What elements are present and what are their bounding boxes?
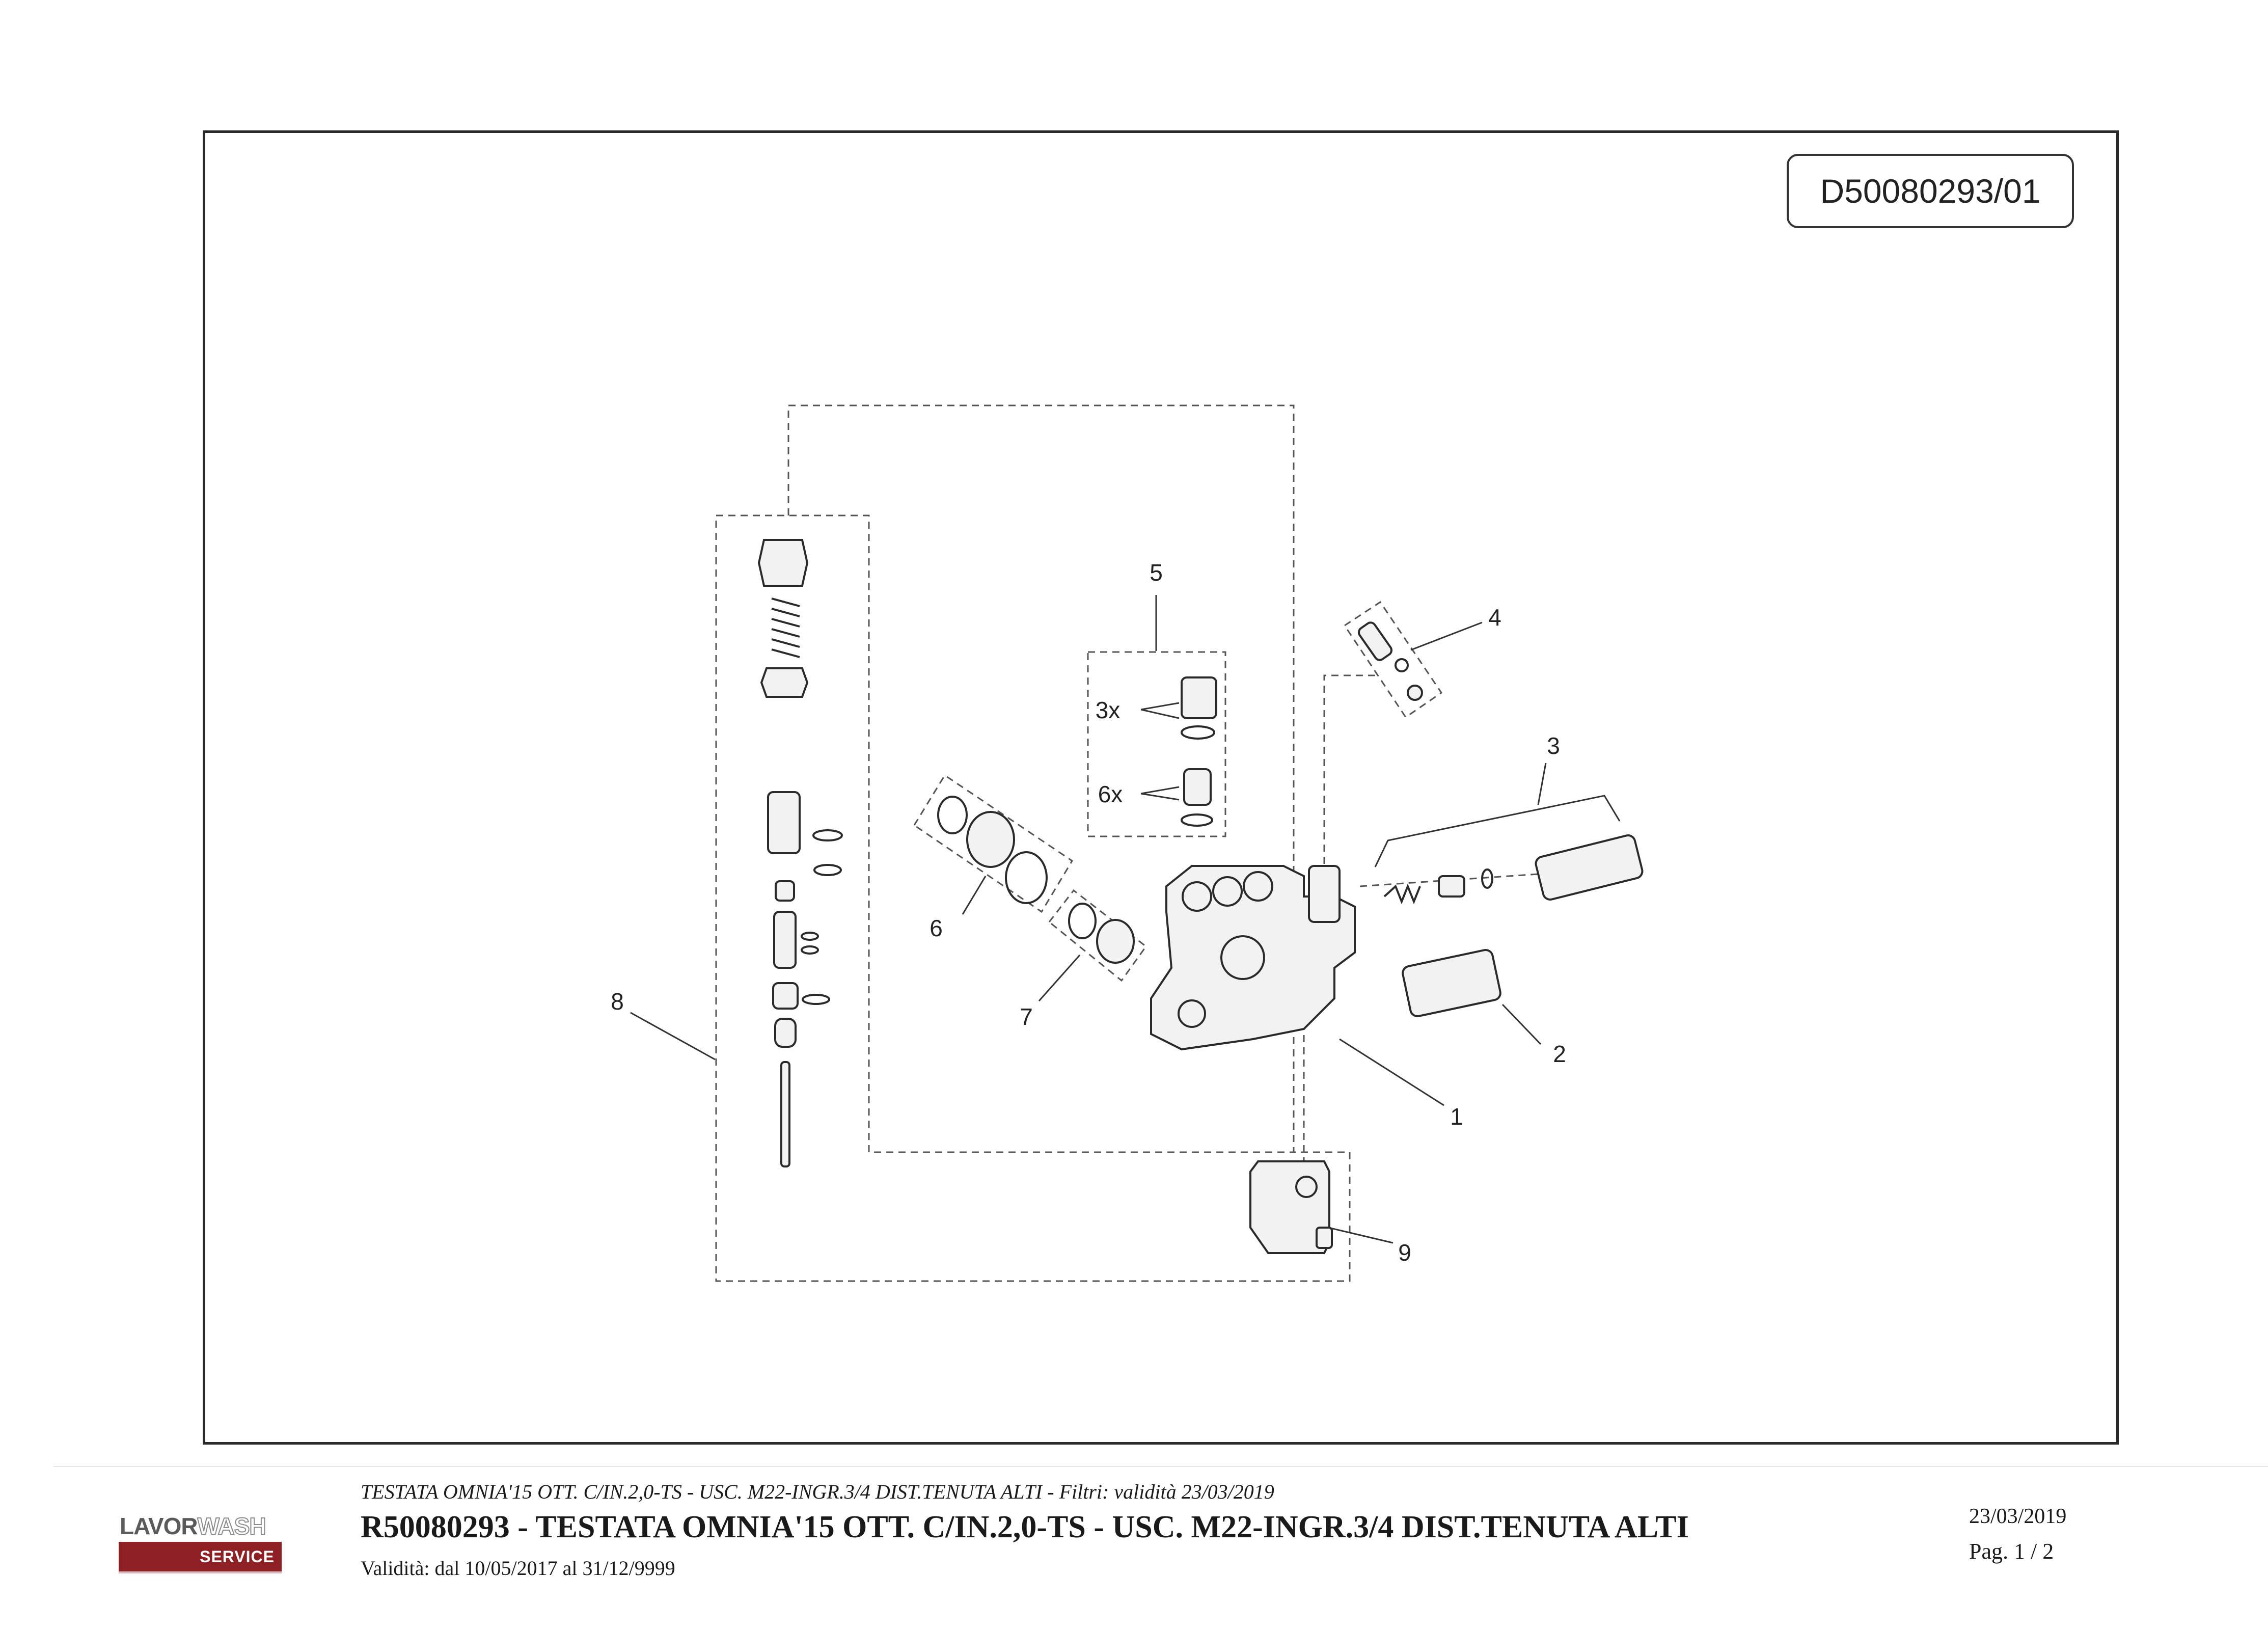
group-outline-8 xyxy=(715,404,1351,1282)
group-outline-7 xyxy=(1048,889,1147,982)
valve-body xyxy=(767,791,801,854)
valve-seat xyxy=(775,880,795,902)
logo-service-band: SERVICE xyxy=(119,1542,282,1571)
callout-qty-3x: 3x xyxy=(1096,697,1121,723)
callout-3: 3 xyxy=(1547,732,1560,759)
logo-brand-wash: WASH xyxy=(197,1512,267,1540)
drawing-frame xyxy=(203,130,2119,1445)
logo-brand-lavor: LAVOR xyxy=(120,1513,198,1539)
callout-7: 7 xyxy=(1020,1003,1033,1030)
pump-manifold xyxy=(1150,865,1356,1051)
outlet-fitting xyxy=(1402,948,1501,1018)
group-outline-6 xyxy=(913,774,1074,913)
bypass-pin xyxy=(1357,621,1393,661)
callout-5: 5 xyxy=(1150,559,1163,586)
page-number: Pag. 1 / 2 xyxy=(1969,1539,2054,1564)
callout-qty-6x: 6x xyxy=(1098,781,1123,807)
drawing-code-box: D50080293/01 xyxy=(1787,154,2074,228)
valve-cage xyxy=(1183,768,1212,806)
filter-line: TESTATA OMNIA'15 OTT. C/IN.2,0-TS - USC.… xyxy=(361,1480,1274,1503)
callout-9: 9 xyxy=(1398,1239,1411,1266)
callout-6: 6 xyxy=(930,915,943,941)
valve-tip xyxy=(774,1018,797,1048)
document-date: 23/03/2019 xyxy=(1969,1505,2067,1528)
group-outline-4 xyxy=(1343,601,1443,719)
pin-rod xyxy=(780,1061,790,1167)
lock-nut xyxy=(760,667,809,698)
callout-4: 4 xyxy=(1488,604,1501,631)
callout-1: 1 xyxy=(1450,1103,1463,1130)
cap-nut xyxy=(757,539,809,587)
callout-2: 2 xyxy=(1553,1041,1566,1067)
check-valve xyxy=(1438,875,1465,898)
callout-8: 8 xyxy=(611,988,624,1015)
document-title: R50080293 - TESTATA OMNIA'15 OTT. C/IN.2… xyxy=(361,1510,1689,1544)
piston xyxy=(773,911,797,969)
small-spring xyxy=(1383,883,1421,905)
valve-plug xyxy=(1181,676,1217,719)
group-outline-5 xyxy=(1087,651,1226,837)
leader-dashed-4 xyxy=(1323,674,1375,866)
inlet-fitting xyxy=(1535,834,1644,901)
valve-sleeve xyxy=(772,982,799,1010)
footer-divider xyxy=(53,1466,2268,1467)
spring xyxy=(771,597,800,658)
validity-range: Validità: dal 10/05/2017 al 31/12/9999 xyxy=(361,1557,675,1580)
